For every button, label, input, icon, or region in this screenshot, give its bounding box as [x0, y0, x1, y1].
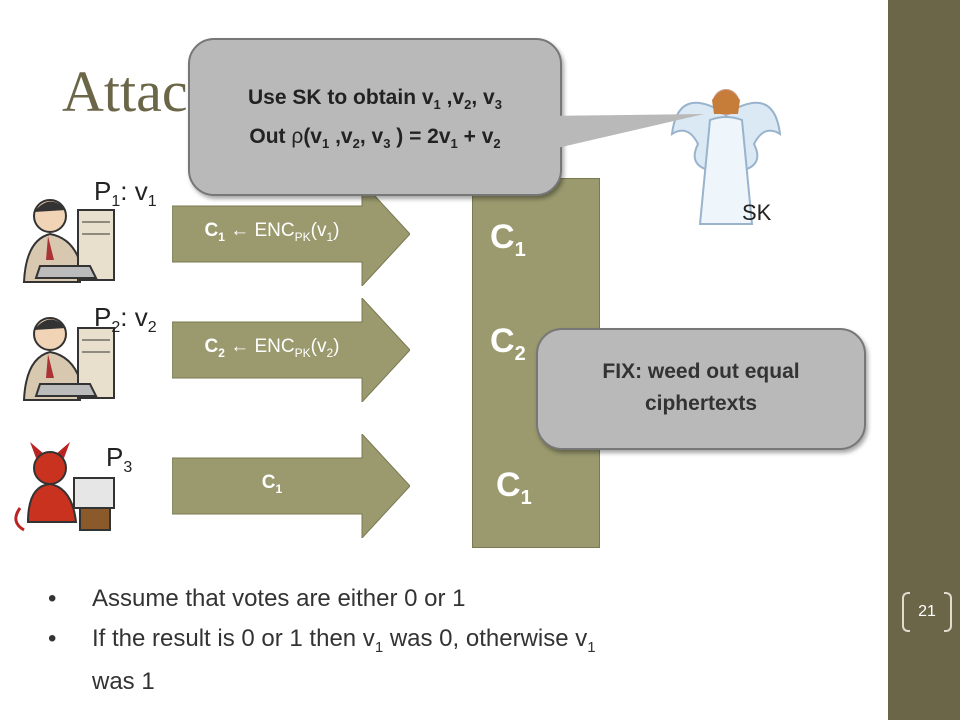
sk-label: SK	[742, 200, 772, 225]
side-bar	[888, 0, 960, 720]
callout-decrypt-line-2: Out ρ(v1 ,v2, v3 ) = 2v1 + v2	[249, 125, 501, 152]
voter-icon	[22, 199, 115, 283]
ballot-cipher-1: C1	[490, 218, 526, 261]
arrow-label-3: C1	[261, 472, 283, 496]
party-label-1: P1: v1	[94, 176, 157, 211]
page-number: 21	[902, 592, 952, 632]
arrow-1	[172, 182, 410, 286]
bullet-item-1: •Assume that votes are either 0 or 1	[48, 585, 466, 612]
voter-icon	[22, 317, 115, 401]
ballot-cipher-3: C1	[496, 466, 532, 509]
callout-decrypt: Use SK to obtain v1 ,v2, v3 Out ρ(v1 ,v2…	[188, 38, 562, 196]
bullet-item-2: •If the result is 0 or 1 then v1 was 0, …	[48, 625, 596, 695]
arrow-3	[172, 434, 410, 538]
arrow-label-1: C1 ← ENCPK(v1)	[204, 220, 340, 244]
arrow-2	[172, 298, 410, 402]
callout-fix: FIX: weed out equal ciphertexts	[536, 328, 866, 450]
angel-icon	[670, 89, 782, 225]
devil-icon	[14, 442, 115, 532]
ballot-cipher-2: C2	[490, 322, 526, 365]
bullet-list: •Assume that votes are either 0 or 1 •If…	[44, 582, 844, 699]
callout-decrypt-line-1: Use SK to obtain v1 ,v2, v3	[248, 86, 502, 113]
callout-pointer	[540, 114, 704, 152]
arrow-label-2: C2 ← ENCPK(v2)	[204, 336, 340, 360]
party-label-2: P2: v2	[94, 302, 157, 337]
party-label-3: P3	[106, 442, 133, 477]
